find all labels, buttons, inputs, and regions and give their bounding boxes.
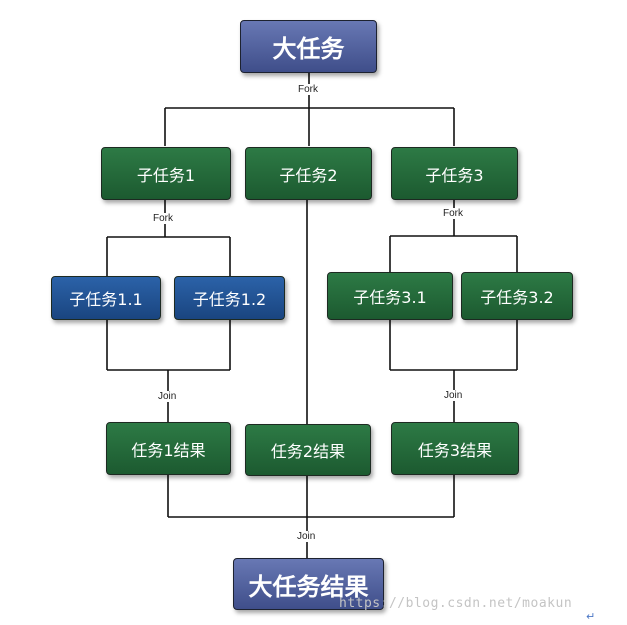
final-result-node: 大任务结果 bbox=[233, 558, 384, 610]
result-node-2: 任务2结果 bbox=[245, 424, 371, 476]
task-node-3: 子任务3 bbox=[391, 147, 518, 200]
subtask-node-1-2: 子任务1.2 bbox=[174, 276, 285, 320]
task-node-1: 子任务1 bbox=[101, 147, 231, 200]
join-label-final: Join bbox=[296, 531, 317, 542]
subtask-node-3-2: 子任务3.2 bbox=[461, 272, 573, 320]
return-arrow-icon: ↵ bbox=[586, 610, 596, 623]
root-task-node: 大任务 bbox=[240, 20, 377, 73]
join-label-task3: Join bbox=[443, 390, 464, 401]
fork-label-task3: Fork bbox=[442, 208, 464, 219]
subtask-node-1-1: 子任务1.1 bbox=[51, 276, 161, 320]
result-node-1: 任务1结果 bbox=[106, 422, 231, 475]
fork-label-task1: Fork bbox=[152, 213, 174, 224]
result-node-3: 任务3结果 bbox=[391, 422, 519, 475]
subtask-node-3-1: 子任务3.1 bbox=[327, 272, 453, 320]
fork-label-top: Fork bbox=[297, 84, 319, 95]
task-node-2: 子任务2 bbox=[245, 147, 372, 200]
join-label-task1: Join bbox=[157, 391, 178, 402]
watermark-text: https://blog.csdn.net/moakun bbox=[339, 596, 573, 611]
